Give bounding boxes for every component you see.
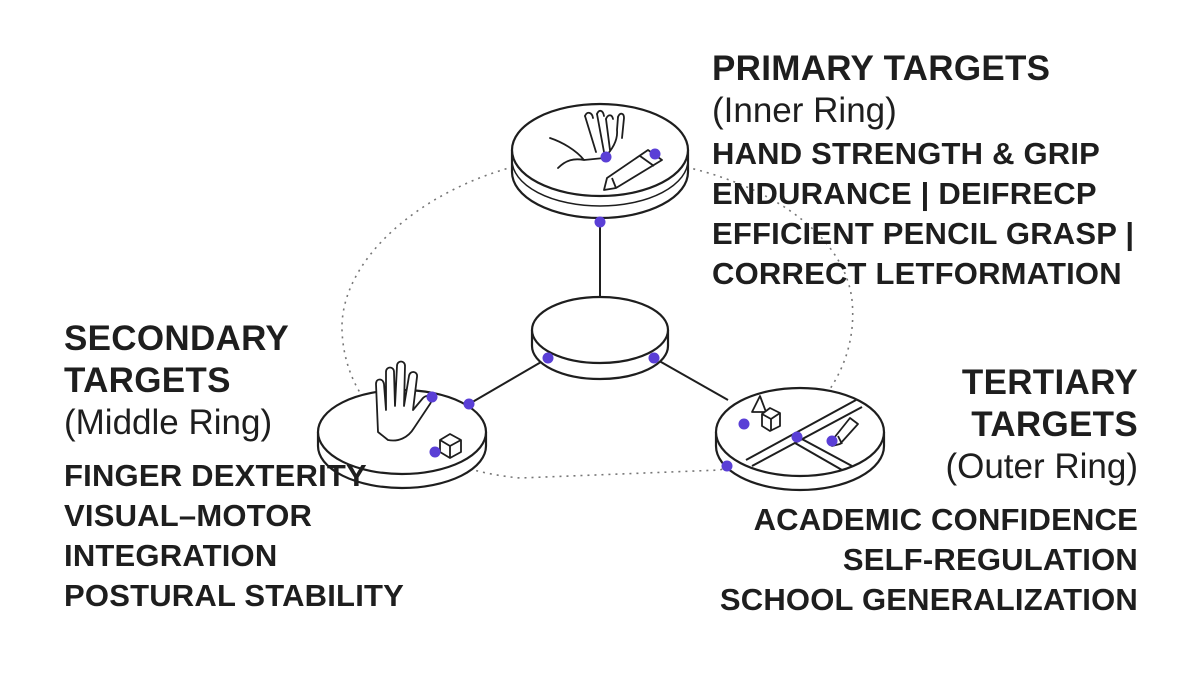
dot-center-left — [542, 352, 554, 364]
dot-top-connector — [594, 216, 606, 228]
dot-center-right — [648, 352, 660, 364]
primary-heading: PRIMARY TARGETS — [712, 49, 1051, 88]
dot-left-connector — [463, 398, 475, 410]
dot-cube — [429, 446, 441, 458]
secondary-targets-block: SECONDARY TARGETS (Middle Ring) FINGER D… — [64, 318, 404, 616]
tertiary-targets-block: TERTIARY TARGETS (Outer Ring) ACADEMIC C… — [720, 362, 1138, 620]
primary-items: HAND STRENGTH & GRIP ENDURANCE | DEIFREC… — [712, 134, 1134, 294]
pencil-icon — [603, 149, 663, 191]
primary-item: EFFICIENT PENCIL GRASP | — [712, 216, 1135, 251]
tertiary-item: SELF-REGULATION — [842, 542, 1138, 577]
primary-item: CORRECT LETFORMATION — [712, 256, 1122, 291]
dot-pencil — [649, 148, 661, 160]
tertiary-item: SCHOOL GENERALIZATION — [719, 582, 1138, 617]
tertiary-subheading: (Outer Ring) — [945, 447, 1138, 486]
tertiary-items: ACADEMIC CONFIDENCE SELF-REGULATION SCHO… — [720, 500, 1138, 620]
primary-item: HAND STRENGTH & GRIP — [712, 136, 1101, 171]
secondary-item: INTEGRATION — [64, 538, 278, 573]
center-disc — [530, 295, 670, 381]
raised-hand-icon — [375, 360, 433, 442]
dot-right-edge — [721, 460, 733, 472]
secondary-heading-line2: TARGETS — [64, 361, 231, 400]
dot-raised-hand — [426, 391, 438, 403]
secondary-item: POSTURAL STABILITY — [64, 578, 405, 613]
primary-subheading: (Inner Ring) — [712, 91, 897, 130]
connector-right — [653, 357, 729, 401]
dot-hand — [600, 151, 612, 163]
dot-right-center — [791, 431, 803, 443]
secondary-item: VISUAL–MOTOR — [64, 498, 313, 533]
accent-dots — [426, 148, 838, 472]
secondary-subheading: (Middle Ring) — [64, 403, 273, 442]
primary-targets-block: PRIMARY TARGETS (Inner Ring) HAND STRENG… — [712, 48, 1134, 294]
blocks-icon — [751, 395, 781, 432]
secondary-heading-line1: SECONDARY — [64, 319, 290, 358]
tertiary-heading-line1: TERTIARY — [961, 363, 1138, 402]
secondary-items: FINGER DEXTERITY VISUAL–MOTOR INTEGRATIO… — [64, 456, 404, 616]
connector-left — [468, 357, 549, 405]
dot-right-pencil — [826, 435, 838, 447]
primary-item: ENDURANCE | DEIFRECP — [712, 176, 1097, 211]
tertiary-item: ACADEMIC CONFIDENCE — [753, 502, 1138, 537]
dot-blocks — [738, 418, 750, 430]
pencil-icon — [831, 417, 859, 447]
hand-icon — [549, 109, 625, 169]
cube-icon — [439, 433, 462, 459]
tertiary-heading-line2: TARGETS — [971, 405, 1138, 444]
secondary-item: FINGER DEXTERITY — [64, 458, 367, 493]
